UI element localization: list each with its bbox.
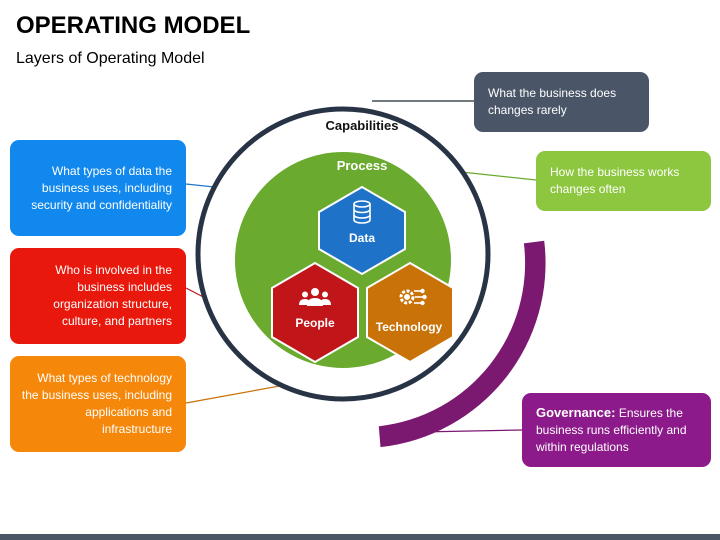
connector-process (451, 170, 537, 181)
callout-process-text: How the business works changes often (550, 165, 680, 196)
governance-arc (378, 240, 546, 448)
people-hexagon: People (271, 261, 359, 364)
callout-data-text: What types of data the business uses, in… (31, 163, 172, 212)
hexagon-label-people: People (295, 316, 335, 330)
process-label: Process (337, 158, 388, 173)
callout-capabilities-text: What the business does changes rarely (488, 86, 617, 117)
technology-hexagon: Technology (366, 261, 454, 364)
connector-governance (419, 429, 523, 433)
callout-people-text: Who is involved in the business includes… (53, 263, 172, 328)
hexagon-label-data: Data (349, 231, 375, 245)
callout-governance: Governance: Ensures the business runs ef… (522, 393, 711, 467)
hexagon-label-technology: Technology (376, 320, 443, 334)
database-icon (353, 200, 371, 224)
callout-process: How the business works changes often (536, 151, 711, 211)
capabilities-label: Capabilities (326, 118, 399, 133)
data-hexagon: Data (318, 185, 406, 276)
callout-people: Who is involved in the business includes… (10, 248, 186, 344)
callout-governance-title: Governance: (536, 405, 616, 420)
callout-governance-text: Ensures the business runs efficiently an… (536, 406, 687, 454)
people-icon (299, 288, 331, 306)
page-title: OPERATING MODEL (16, 12, 251, 39)
callout-capabilities: What the business does changes rarely (474, 72, 649, 132)
bottom-bar (0, 534, 720, 540)
callout-data: What types of data the business uses, in… (10, 140, 186, 236)
page-subtitle: Layers of Operating Model (16, 50, 205, 67)
gear-circuit-icon (399, 288, 427, 306)
callout-technology: What types of technology the business us… (10, 356, 186, 452)
callout-technology-text: What types of technology the business us… (21, 371, 172, 436)
